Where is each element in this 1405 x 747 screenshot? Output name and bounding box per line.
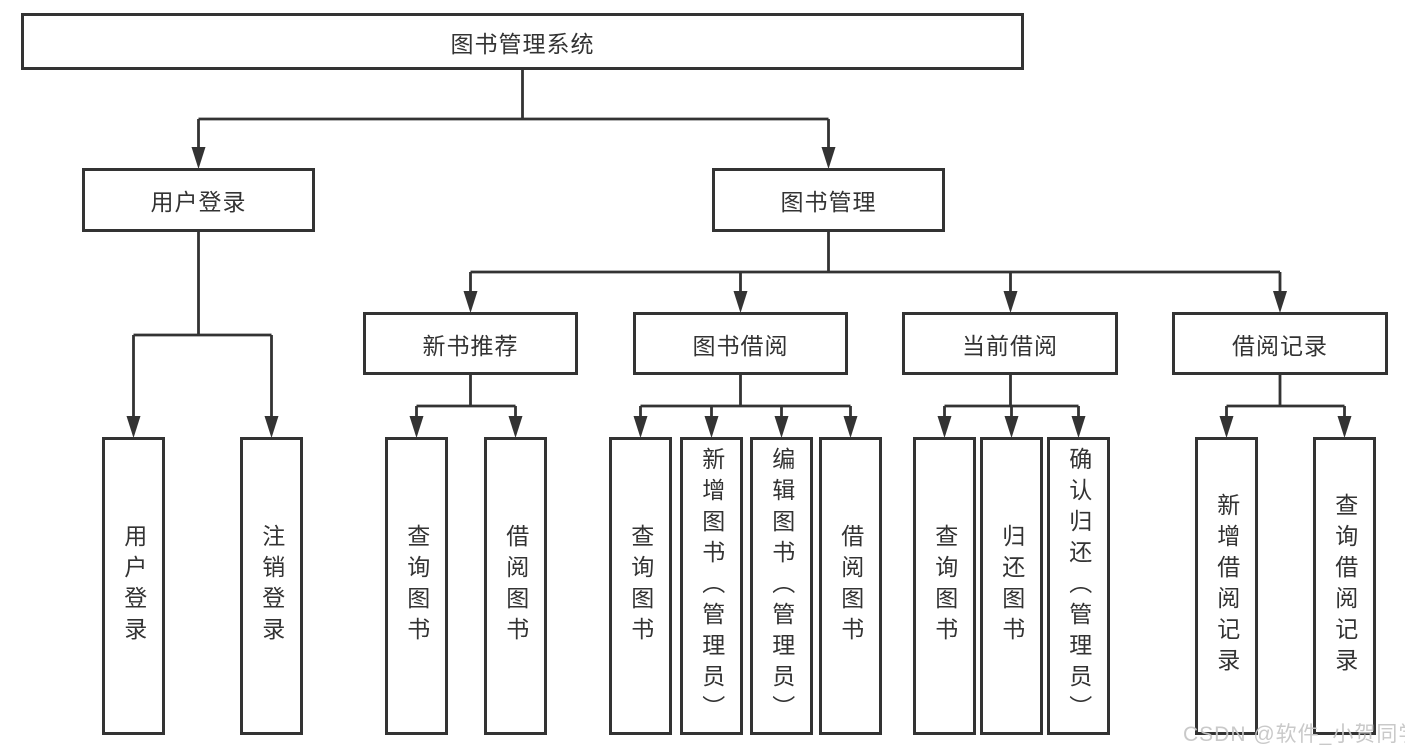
node-book-management: 图书管理 — [712, 168, 945, 232]
node-new-book-recommend: 新书推荐 — [363, 312, 578, 375]
leaf-label: 查询借阅记录 — [1331, 493, 1358, 679]
leaf-borrow-books-recommend: 借阅图书 — [484, 437, 547, 735]
leaf-query-books-current: 查询图书 — [913, 437, 976, 735]
connector-currentborrow-group — [943, 375, 1080, 418]
leaf-query-books-borrow: 查询图书 — [609, 437, 672, 735]
arrowhead — [1337, 416, 1352, 438]
leaf-logout: 注销登录 — [240, 437, 303, 735]
connector-userlogin-to-leaves — [132, 232, 273, 418]
leaf-label: 注销登录 — [258, 524, 285, 648]
arrowhead — [1071, 416, 1086, 438]
arrowhead — [821, 147, 836, 169]
leaf-label: 确认归还（管理员） — [1065, 446, 1092, 726]
connector-borrowrecords-group — [1225, 375, 1346, 418]
leaf-label: 编辑图书（管理员） — [768, 446, 795, 726]
arrowhead — [1219, 416, 1234, 438]
arrowhead — [1004, 416, 1019, 438]
connector-newbook-group — [415, 375, 517, 418]
arrowhead — [774, 416, 789, 438]
arrowhead — [191, 147, 206, 169]
arrowhead — [1003, 291, 1018, 313]
leaf-query-borrow-record: 查询借阅记录 — [1313, 437, 1376, 735]
arrowhead — [264, 416, 279, 438]
node-label: 图书管理 — [780, 189, 877, 215]
leaf-user-login: 用户登录 — [102, 437, 165, 735]
arrowhead — [126, 416, 141, 438]
node-label: 当前借阅 — [962, 332, 1058, 359]
leaf-label: 查询图书 — [403, 524, 430, 648]
csdn-watermark: CSDN @软件_小贺同学 — [1183, 723, 1405, 746]
arrowhead — [508, 416, 523, 438]
node-label: 新书推荐 — [422, 332, 519, 359]
arrowhead — [843, 416, 858, 438]
node-label: 用户登录 — [150, 189, 247, 215]
leaf-add-book-admin: 新增图书（管理员） — [680, 437, 743, 735]
leaf-add-borrow-record: 新增借阅记录 — [1195, 437, 1258, 735]
node-label: 借阅记录 — [1232, 332, 1328, 359]
leaf-label: 查询图书 — [931, 524, 958, 648]
node-label: 图书借阅 — [692, 332, 789, 359]
leaf-borrow-books: 借阅图书 — [819, 437, 882, 735]
node-user-login: 用户登录 — [82, 168, 315, 232]
leaf-label: 查询图书 — [627, 524, 654, 648]
arrowhead — [937, 416, 952, 438]
arrowhead — [409, 416, 424, 438]
node-book-borrow: 图书借阅 — [633, 312, 848, 375]
leaf-edit-book-admin: 编辑图书（管理员） — [750, 437, 813, 735]
arrowhead — [733, 291, 748, 313]
arrowhead — [704, 416, 719, 438]
leaf-confirm-return-admin: 确认归还（管理员） — [1047, 437, 1110, 735]
leaf-label: 新增借阅记录 — [1213, 493, 1240, 679]
connector-bookmgmt-to-level3 — [469, 232, 1282, 293]
leaf-return-book: 归还图书 — [980, 437, 1043, 735]
arrowhead — [1273, 291, 1287, 313]
node-borrow-records: 借阅记录 — [1172, 312, 1388, 375]
node-library-management-system: 图书管理系统 — [21, 13, 1024, 70]
connector-bookborrow-group — [639, 375, 852, 418]
connector-root-to-level2 — [197, 70, 830, 150]
arrowhead — [463, 291, 478, 313]
node-current-borrow: 当前借阅 — [902, 312, 1118, 375]
leaf-query-books-recommend: 查询图书 — [385, 437, 448, 735]
leaf-label: 借阅图书 — [502, 524, 529, 648]
leaf-label: 归还图书 — [998, 524, 1025, 648]
leaf-label: 借阅图书 — [837, 524, 864, 648]
arrowhead — [633, 416, 648, 438]
leaf-label: 用户登录 — [120, 524, 147, 648]
node-label: 图书管理系统 — [450, 30, 595, 57]
leaf-label: 新增图书（管理员） — [698, 446, 725, 726]
arrowheads — [126, 147, 1352, 438]
